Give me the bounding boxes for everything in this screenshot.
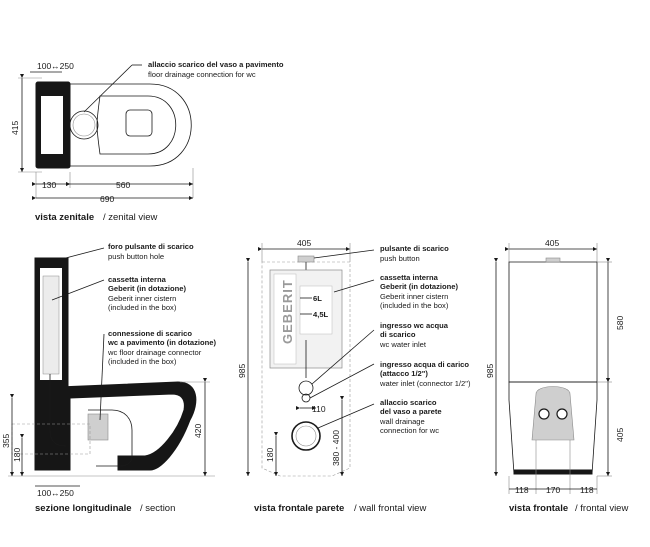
wall-dim-range: 380 - 400: [331, 430, 341, 466]
section-dim-420: 420: [193, 424, 203, 438]
front-dim-580: 580: [615, 316, 625, 330]
front-dim-118a: 118: [515, 485, 529, 495]
wall-callout-4-bold-1: ingresso acqua di carico: [380, 360, 469, 369]
wall-body-outline: [261, 261, 351, 477]
wall-caption-it: vista frontale parete: [254, 503, 344, 514]
front-bowl-insert: [531, 386, 575, 441]
section-callout-3-leader: [99, 333, 105, 421]
section-connector-flange: [87, 413, 109, 441]
front-dim-170: 170: [546, 485, 560, 495]
section-callout-2-bold-2: Geberit (in dotazione): [108, 284, 187, 293]
front-dim-118b: 118: [580, 485, 594, 495]
wall-drain-circle: [291, 421, 321, 451]
zenital-dim-total: 690: [100, 194, 114, 204]
wall-level-45l: 4,5L: [313, 310, 329, 319]
wall-callout-1-leader: [313, 249, 375, 259]
wall-caption-en: / wall frontal view: [354, 503, 426, 514]
zenital-dim-bottom-a: 130: [42, 180, 56, 190]
wall-callout-4-leader: [309, 363, 375, 399]
section-caption-it: sezione longitudinale: [35, 503, 132, 514]
front-hole-right: [556, 408, 568, 420]
section-caption-en: / section: [140, 503, 175, 514]
section-callout-3-bold-2: wc a pavimento (in dotazione): [107, 338, 216, 347]
zenital-dim-top: 100↔250: [37, 61, 74, 71]
wall-callout-3-normal: wc water inlet: [379, 340, 427, 349]
wall-callout-2-bold-1: cassetta interna: [380, 273, 439, 282]
zenital-view: 100↔250 415 allaccio scarico del vaso a …: [10, 60, 284, 223]
zenital-dim-bottom-b: 560: [116, 180, 130, 190]
section-callout-1-normal: push button hole: [108, 252, 164, 261]
wall-callout-5-bold-1: allaccio scarico: [380, 398, 437, 407]
front-dim-405: 405: [615, 428, 625, 442]
zenital-bowl-square: [125, 109, 153, 137]
wall-dim-180: 180: [265, 448, 275, 462]
wall-push-button: [297, 255, 315, 263]
wall-callout-5-normal-2: connection for wc: [380, 426, 439, 435]
wall-dim-110: 110: [312, 404, 326, 414]
front-dim-width: 405: [545, 238, 559, 248]
wall-callout-2-normal-1: Geberit inner cistern: [380, 292, 448, 301]
wall-callout-4-bold-2: (attacco 1/2"): [380, 369, 428, 378]
wall-callout-5-bold-2: del vaso a parete: [380, 407, 442, 416]
zenital-drain-circle: [69, 110, 99, 140]
wall-callout-2-leader: [333, 279, 375, 293]
section-bowl: [34, 381, 197, 471]
zenital-bowl-rim: [96, 95, 177, 155]
wall-callout-3-leader: [311, 329, 375, 385]
front-caption-en: / frontal view: [575, 503, 628, 514]
wall-callout-1-normal: push button: [380, 254, 420, 263]
wall-callout-1-bold: pulsante di scarico: [380, 244, 449, 253]
section-flush-pipe: [49, 374, 67, 447]
section-view: foro pulsante di scarico push button hol…: [1, 242, 216, 514]
wall-dim-height: 985: [237, 364, 247, 378]
front-base: [513, 469, 593, 475]
wall-level-6l: 6L: [313, 294, 322, 303]
section-dim-355: 355: [1, 434, 11, 448]
wall-dim-width: 405: [297, 238, 311, 248]
wall-callout-2-normal-2: (included in the box): [380, 301, 449, 310]
front-caption-it: vista frontale: [509, 503, 568, 514]
section-callout-1-leader: [57, 247, 105, 261]
section-callout-2-bold-1: cassetta interna: [108, 275, 167, 284]
section-drain-connector: [88, 409, 133, 467]
section-callout-3-normal-1: wc floor drainage connector: [107, 348, 202, 357]
section-callout-1-bold: foro pulsante di scarico: [108, 242, 194, 251]
section-callout-2-normal-2: (included in the box): [108, 303, 177, 312]
wall-frontal-view: 405 GEBERIT 6L 4,5L 985 180 380 - 400: [237, 238, 471, 514]
front-push-button: [545, 257, 561, 263]
wall-callout-5-normal-1: wall drainage: [379, 417, 425, 426]
zenital-cistern-inner: [41, 96, 63, 154]
front-dim-height: 985: [485, 364, 495, 378]
section-callout-2-normal-1: Geberit inner cistern: [108, 294, 176, 303]
zenital-caption-it: vista zenitale: [35, 212, 94, 223]
zenital-callout-bold: allaccio scarico del vaso a pavimento: [148, 60, 284, 69]
zenital-bowl-outline: [69, 83, 192, 167]
section-callout-3-normal-2: (included in the box): [108, 357, 177, 366]
section-callout-2-leader: [51, 279, 105, 301]
wall-callout-3-bold-1: ingresso wc acqua: [380, 321, 449, 330]
frontal-view: 405 985 580 405 118 170 118 vista fronta…: [485, 238, 628, 514]
zenital-callout-leader: [83, 64, 133, 113]
section-callout-3-bold-1: connessione di scarico: [108, 329, 192, 338]
wall-callout-5-leader: [317, 403, 375, 429]
wall-callout-2-bold-2: Geberit (in dotazione): [380, 282, 459, 291]
wall-callout-4-normal: water inlet (connector 1/2"): [379, 379, 471, 388]
front-cistern-outline: [508, 261, 598, 383]
zenital-caption-en: / zenital view: [103, 212, 158, 223]
zenital-dim-left: 415: [10, 121, 20, 135]
wall-callout-3-bold-2: di scarico: [380, 330, 416, 339]
front-hole-left: [538, 408, 550, 420]
wall-brand-logo: GEBERIT: [280, 279, 295, 344]
section-dim-bottom: 100↔250: [37, 488, 74, 498]
zenital-callout-normal: floor drainage connection for wc: [148, 70, 256, 79]
wall-inlet-circle: [298, 380, 314, 396]
section-dim-180: 180: [12, 448, 22, 462]
